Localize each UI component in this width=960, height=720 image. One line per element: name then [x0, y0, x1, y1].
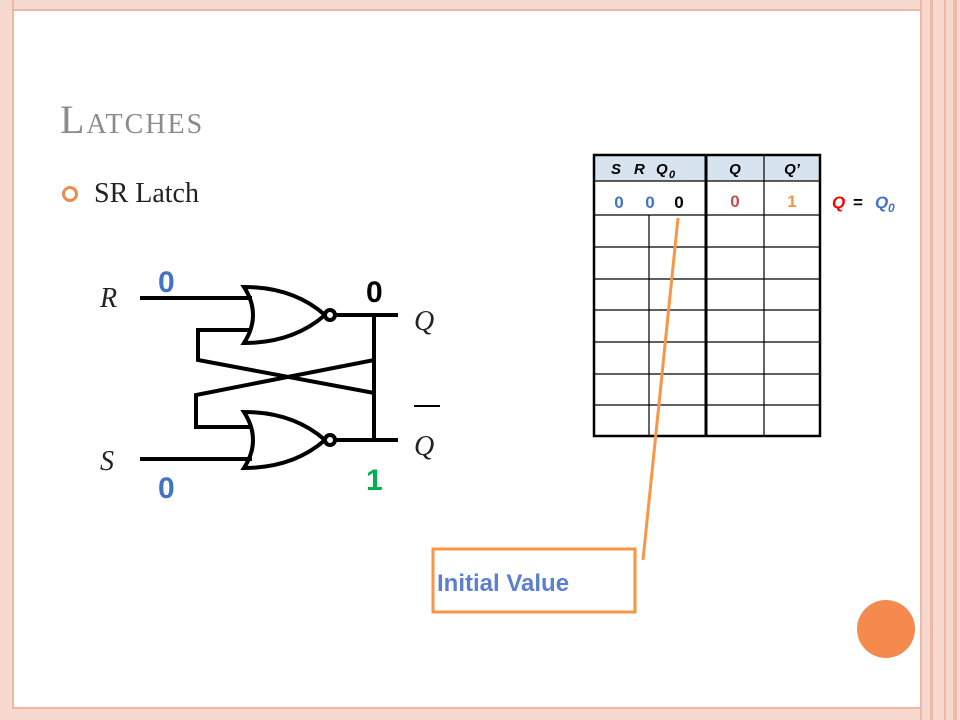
note-q: Q: [832, 193, 845, 212]
note-q0-sub: 0: [888, 201, 895, 215]
q-output-label: Q: [414, 306, 434, 337]
right-stripe: [920, 0, 922, 720]
header-qprime: Q’: [784, 161, 801, 178]
callout-box: [431, 547, 637, 614]
table-header-inputs: S R Q 0: [611, 161, 676, 181]
bullet-item: SR Latch: [62, 178, 199, 210]
header-q0-sub: 0: [669, 169, 676, 181]
top-nor-gate: [240, 284, 329, 346]
right-stripe: [953, 0, 957, 720]
note-equals: =: [853, 193, 863, 212]
bullet-circle-icon: [62, 186, 78, 202]
top-border-line: [12, 9, 922, 11]
row1-q0: 0: [674, 193, 683, 212]
left-border-line: [12, 0, 14, 720]
bottom-nor-gate: [240, 409, 329, 471]
row1-r: 0: [645, 193, 654, 212]
header-q: Q: [729, 161, 741, 178]
slide-title: Latches: [60, 97, 205, 142]
truth-table: S R Q 0 Q Q’ 0 0 0 0 1 Q = Q 0: [592, 153, 895, 438]
bullet-text: SR Latch: [94, 178, 199, 209]
right-stripe: [944, 0, 946, 720]
s-value: 0: [158, 472, 175, 505]
s-input-label: S: [100, 446, 114, 477]
table-border: [592, 153, 822, 438]
qbar-feedback-wire: [194, 357, 376, 440]
q-value: 0: [366, 276, 383, 309]
header-s: S: [611, 161, 621, 178]
top-border: [0, 0, 960, 10]
callout-pointer: [641, 217, 680, 561]
decorative-circle: [857, 600, 915, 658]
header-r: R: [634, 161, 645, 178]
left-border: [0, 0, 13, 720]
row1-qprime: 1: [787, 192, 796, 211]
qbar-value: 1: [366, 464, 383, 497]
row1-s: 0: [614, 193, 623, 212]
r-value: 0: [158, 266, 175, 299]
q-feedback-wire: [196, 315, 376, 396]
note-q0: Q: [875, 193, 888, 212]
row1-note: Q = Q 0: [832, 193, 895, 215]
row1-q: 0: [730, 192, 739, 211]
header-q0: Q: [656, 161, 668, 178]
sr-latch-circuit: [140, 284, 440, 471]
qbar-output-label: Q: [414, 431, 434, 462]
callout-label: Initial Value: [437, 570, 569, 597]
r-input-label: R: [99, 283, 117, 314]
bottom-border-line: [12, 707, 922, 709]
right-stripe: [930, 0, 933, 720]
top-nor-bubble: [323, 308, 337, 322]
bottom-nor-bubble: [323, 433, 337, 447]
bottom-border: [0, 708, 960, 720]
